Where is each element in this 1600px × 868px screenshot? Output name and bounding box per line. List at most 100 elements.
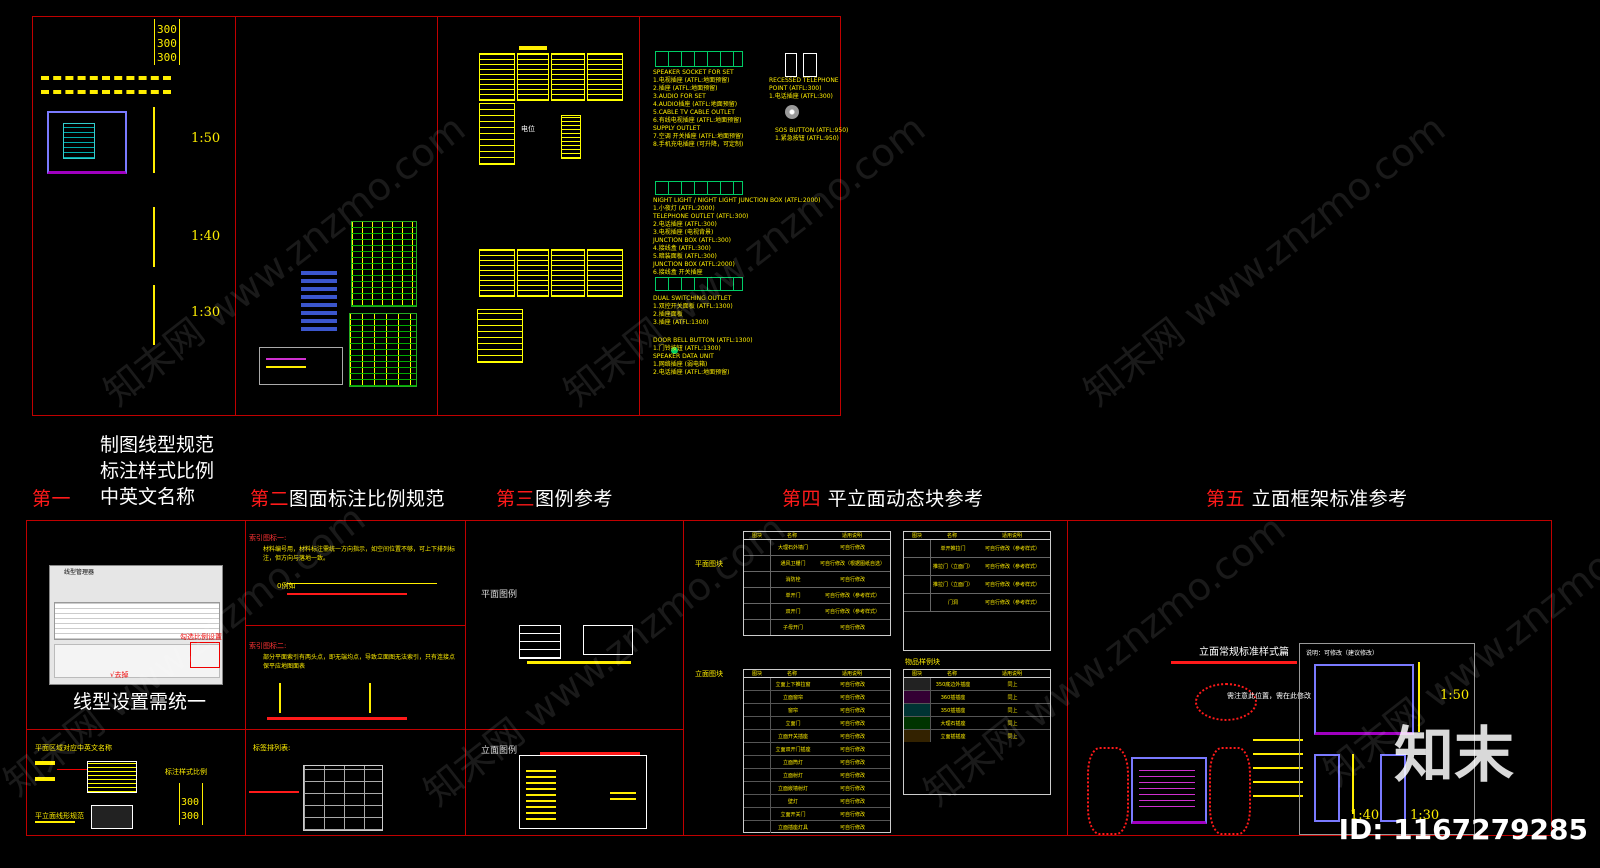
block-table-4: 图块 名称 适用说明 350底边外插座同上 360插插座同上 350插插座同上 … [903,669,1051,795]
legend-table [517,53,549,101]
sheet-divider [437,17,438,415]
table-cell: 可自行修改 [839,577,865,583]
watermark: 知末网 www.znzmo.com [1075,106,1454,415]
legend-item: 8.手机充电插座 (可升降，可定制) [653,141,744,148]
legend-item: SPEAKER DATA UNIT [653,353,714,360]
note-line [266,366,306,368]
table-cell: 可自行修改 [839,772,865,779]
table-header-cell: 图块 [751,671,762,677]
heading-number: 第三 [496,488,536,510]
heading-text: 立面框架标准参考 [1251,488,1408,510]
legend-item: JUNCTION BOX (ATFL:2000) [653,261,735,268]
heading-4: 第四 平立面动态块参考 [782,484,984,511]
legend-item: 5.暗装面板 (ATFL:300) [653,253,717,260]
dim-vertical [153,207,165,267]
dashed-line [41,76,171,80]
note2-title: 索引图标二: [249,642,287,650]
table-cell: 可自行修改（根据图纸自选） [819,561,885,567]
legend-item: 2.插座面板 [653,311,683,318]
yellow-bars [526,766,556,820]
table-row: 大理石插座同上 [904,717,1050,730]
scale-label: 1:50 [191,131,221,146]
legend-item: 4.AUDIO插座 (ATFL:地面预留) [653,101,738,108]
dim-vertical [1418,662,1428,732]
revision-cloud [1195,683,1257,721]
legend-table [479,103,515,165]
scale-label: 1:30 [191,305,221,320]
table-cell: 立面嵌墙射灯 [777,785,808,792]
phone-icon [803,53,817,77]
legend-item: JUNCTION BOX (ATFL:300) [653,237,732,244]
table-row: 立面双开门插座可自行修改 [744,743,890,756]
table-header-cell: 适用说明 [1001,533,1022,539]
legend-item: 1.电话插座 (ATFL:300) [769,93,833,100]
table-cell: 350插插座 [940,707,966,714]
index-marker [279,683,291,713]
frame-header: 说明：可修改（建议修改） [1306,650,1379,657]
dim-label: 300 [181,797,200,808]
table-row: 立面筒灯可自行修改 [744,756,890,769]
top-sheet-frame: 300 300 300 1:50 1:40 1:30 电位 [32,16,848,416]
table-header-cell: 名称 [946,533,957,539]
legend-item: NIGHT LIGHT / NIGHT LIGHT JUNCTION BOX (… [653,197,821,204]
sheet-divider [245,625,465,626]
cloud-left [1087,747,1129,835]
note-block [259,347,343,385]
dim-label: 300 [181,811,200,822]
table-row: 单开门 可自行修改（参考样式） [744,588,890,604]
table-row: 350底边外插座同上 [904,678,1050,691]
cloud-mid [1209,747,1251,835]
legend-rule [540,752,640,755]
block-table-1: 图块 名称 适用说明 大理石外墙门 可自行修改 通风卫栅门 可自行修改（根据图纸… [743,531,891,636]
phone-icon [785,53,797,77]
legend-text-column: RECESSED TELEPHONE POINT (ATFL:300) 1.电话… [769,77,839,101]
table-cell: 可自行修改 [839,824,865,831]
elevation-title-rule [1171,661,1297,664]
legend-item: 3.电视插座 (电视背景) [653,229,714,236]
elevation-legend-label: 立面图例 [481,746,518,756]
heading-number: 第四 [782,488,822,510]
table-header-cell: 适用说明 [1001,671,1022,677]
index-marker [369,683,381,713]
dim-label: 300 [157,51,177,64]
heading-1-line: 标注样式比例 [100,460,215,482]
framed-elevation: 说明：可修改（建议修改） 1:50 1:40 1:30 [1299,643,1475,835]
symbol-row [655,277,743,291]
table-row: 推拉门（立面门） 可自行修改（参考样式） [904,558,1050,576]
table-cell: 立面射灯 [782,772,803,779]
table-header: 图块 名称 适用说明 [744,532,890,540]
dim-vertical [153,285,165,345]
linetype-dialog: 线型管理器 勾选比例设置 √去掉 [49,565,223,685]
heading-number: 第五 [1206,488,1246,510]
table-header: 图块 名称 适用说明 [904,670,1050,678]
table-cell: 可自行修改（参考样式） [984,564,1040,570]
bell-icon [671,347,678,354]
sheet-title-bar [519,46,547,50]
table-cell: 同上 [1007,694,1018,701]
table-block [351,221,417,307]
heading-1-number: 第一 [32,484,71,511]
table-row: 推拉门（立面门） 可自行修改（参考样式） [904,576,1050,594]
block-table-3: 图块 名称 适用说明 立面上下推拉窗可自行修改 立面窗帘可自行修改 窗帘可自行修… [743,669,891,833]
note2-text: 部分平面索引有两头点，即无端均点，导致立面图无法索引，只有连接点保平应地图面表 [263,654,456,670]
table-cell: 立面双开门插座 [775,746,811,753]
legend-item: 6.接线盒 开关插座 [653,269,703,276]
sheet-divider [639,17,640,415]
yellow-bars [610,790,636,800]
table-cell: 立面筒灯 [782,759,803,766]
table-row: 子母开门 可自行修改 [744,620,890,635]
table-row: 立面上下推拉窗可自行修改 [744,678,890,691]
table-cell: 单开推拉门 [940,546,966,552]
heading-number: 第二 [250,488,290,510]
table-row: 单开推拉门 可自行修改（参考样式） [904,540,1050,558]
legend-table [479,249,515,297]
plan-block-label: 平面图块 [695,560,723,568]
table-cell: 同上 [1007,733,1018,740]
table-cell: 同上 [1007,707,1018,714]
bottom-sheet-frame: 线型管理器 勾选比例设置 √去掉 线型设置需统一 平面区域对应中英文名称 标注样… [26,520,1552,836]
table-cell: 推拉门（立面门） [932,582,973,588]
legend-table [551,53,585,101]
elevation-table [519,752,647,829]
brand-logo: 知末 [1394,721,1514,791]
heading-text: 图面标注比例规范 [289,488,446,510]
